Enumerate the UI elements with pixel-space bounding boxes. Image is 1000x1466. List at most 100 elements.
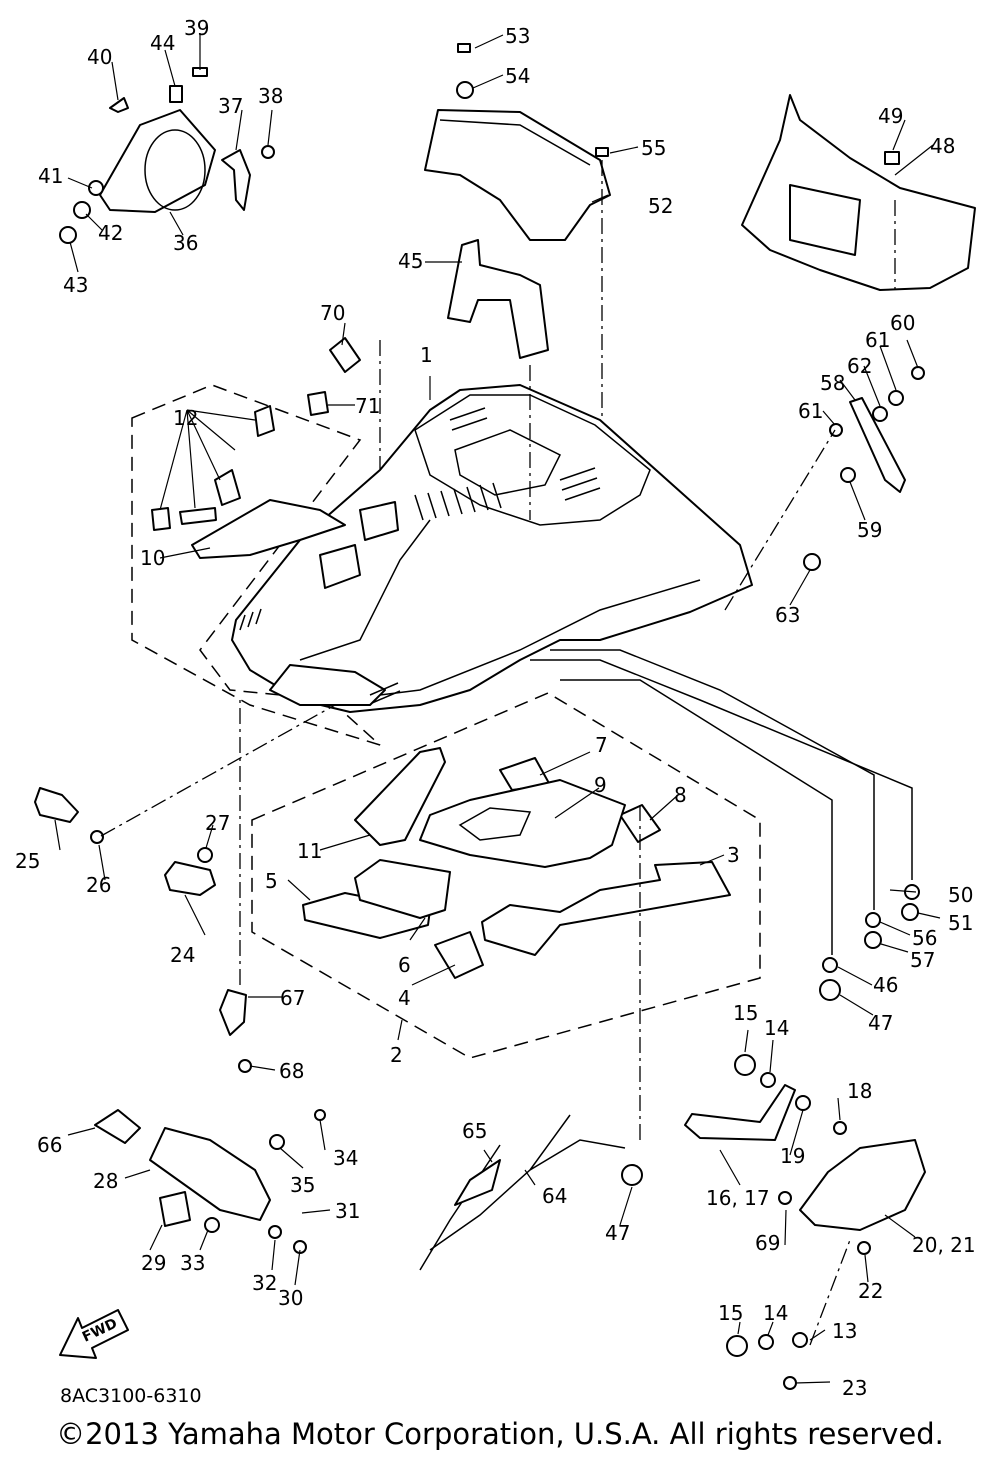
plate-part-29 xyxy=(159,1191,191,1227)
cable-part-64 xyxy=(429,1114,626,1251)
headlight-housing-part-36 xyxy=(99,109,216,213)
callout-67: 67 xyxy=(280,986,305,1010)
liner-part-3 xyxy=(481,861,731,956)
callout-40: 40 xyxy=(87,45,112,69)
callout-15a: 15 xyxy=(733,1001,758,1025)
callout-47b: 47 xyxy=(605,1221,630,1245)
callout-69: 69 xyxy=(755,1231,780,1255)
callout-28: 28 xyxy=(93,1169,118,1193)
callout-47a: 47 xyxy=(868,1011,893,1035)
reference-lines xyxy=(100,160,913,1346)
decal-part-12 xyxy=(151,405,275,531)
callout-6: 6 xyxy=(398,953,411,977)
cover-part-28 xyxy=(149,1127,271,1221)
bracket-part-37 xyxy=(221,149,251,211)
dashed-group-liner-2 xyxy=(251,692,761,1059)
callout-42: 42 xyxy=(98,221,123,245)
callout-63: 63 xyxy=(775,603,800,627)
strap-part-16-17 xyxy=(684,1084,796,1141)
callout-9: 9 xyxy=(594,773,607,797)
callout-31: 31 xyxy=(335,1199,360,1223)
callout-4: 4 xyxy=(398,986,411,1010)
callout-56: 56 xyxy=(912,926,937,950)
callout-8: 8 xyxy=(674,783,687,807)
windshield-part-48 xyxy=(741,94,976,291)
dashed-group-hood-left xyxy=(131,384,381,746)
callout-24: 24 xyxy=(170,943,195,967)
decal-part-70 xyxy=(329,337,361,373)
callout-33: 33 xyxy=(180,1251,205,1275)
callout-65: 65 xyxy=(462,1119,487,1143)
fastener-group xyxy=(59,43,925,1390)
bracket-part-45 xyxy=(447,239,549,359)
callout-39: 39 xyxy=(184,16,209,40)
callout-57: 57 xyxy=(910,948,935,972)
callout-25: 25 xyxy=(15,849,40,873)
callout-66: 66 xyxy=(37,1133,62,1157)
spring-part-65 xyxy=(419,1144,501,1271)
visor-part-52 xyxy=(424,109,611,241)
callout-35: 35 xyxy=(290,1173,315,1197)
callout-27: 27 xyxy=(205,811,230,835)
callout-70: 70 xyxy=(320,301,345,325)
callout-43: 43 xyxy=(63,273,88,297)
callout-19: 19 xyxy=(780,1144,805,1168)
leader-lines xyxy=(54,33,941,1384)
callout-60: 60 xyxy=(890,311,915,335)
callout-26: 26 xyxy=(86,873,111,897)
callout-52: 52 xyxy=(648,194,673,218)
callout-14b: 14 xyxy=(763,1301,788,1325)
hood-main-part-1 xyxy=(231,384,753,713)
callout-55: 55 xyxy=(641,136,666,160)
callout-32: 32 xyxy=(252,1271,277,1295)
callout-36: 36 xyxy=(173,231,198,255)
callout-50: 50 xyxy=(948,883,973,907)
pad-part-8 xyxy=(619,804,661,843)
callout-46: 46 xyxy=(873,973,898,997)
callout-11: 11 xyxy=(297,839,322,863)
callout-58: 58 xyxy=(820,371,845,395)
callout-68: 68 xyxy=(279,1059,304,1083)
callout-20-21: 20, 21 xyxy=(912,1233,976,1257)
bracket-part-25 xyxy=(34,787,79,823)
cover-part-20-21 xyxy=(799,1139,926,1231)
bracket-part-24 xyxy=(164,861,216,896)
callout-37: 37 xyxy=(218,94,243,118)
callout-59: 59 xyxy=(857,518,882,542)
hook-part-67 xyxy=(219,989,247,1036)
callout-29: 29 xyxy=(141,1251,166,1275)
callout-18: 18 xyxy=(847,1079,872,1103)
callout-23: 23 xyxy=(842,1376,867,1400)
callout-44: 44 xyxy=(150,31,175,55)
cover-part-58 xyxy=(849,397,906,493)
callout-45: 45 xyxy=(398,249,423,273)
callout-12: 12 xyxy=(173,406,198,430)
drawing-code: 8AC3100-6310 xyxy=(60,1385,202,1407)
callout-48: 48 xyxy=(930,134,955,158)
callout-16-17: 16, 17 xyxy=(706,1186,770,1210)
fwd-arrow-icon: FWD xyxy=(59,1309,129,1359)
callout-41: 41 xyxy=(38,164,63,188)
callout-1: 1 xyxy=(420,343,433,367)
callout-64: 64 xyxy=(542,1184,567,1208)
callout-7: 7 xyxy=(595,733,608,757)
callout-5: 5 xyxy=(265,869,278,893)
copyright-notice: ©2013 Yamaha Motor Corporation, U.S.A. A… xyxy=(56,1417,944,1451)
callout-62: 62 xyxy=(847,354,872,378)
callout-3: 3 xyxy=(727,843,740,867)
callout-61b: 61 xyxy=(798,399,823,423)
liner-part-9 xyxy=(419,779,626,868)
pad-part-6 xyxy=(354,859,451,919)
pad-part-4 xyxy=(434,931,484,979)
callout-71: 71 xyxy=(355,394,380,418)
callout-22: 22 xyxy=(858,1279,883,1303)
callout-15b: 15 xyxy=(718,1301,743,1325)
callout-53: 53 xyxy=(505,24,530,48)
callout-38: 38 xyxy=(258,84,283,108)
liner-part-10 xyxy=(191,499,346,559)
callout-13: 13 xyxy=(832,1319,857,1343)
callout-61a: 61 xyxy=(865,328,890,352)
callout-54: 54 xyxy=(505,64,530,88)
callout-34: 34 xyxy=(333,1146,358,1170)
